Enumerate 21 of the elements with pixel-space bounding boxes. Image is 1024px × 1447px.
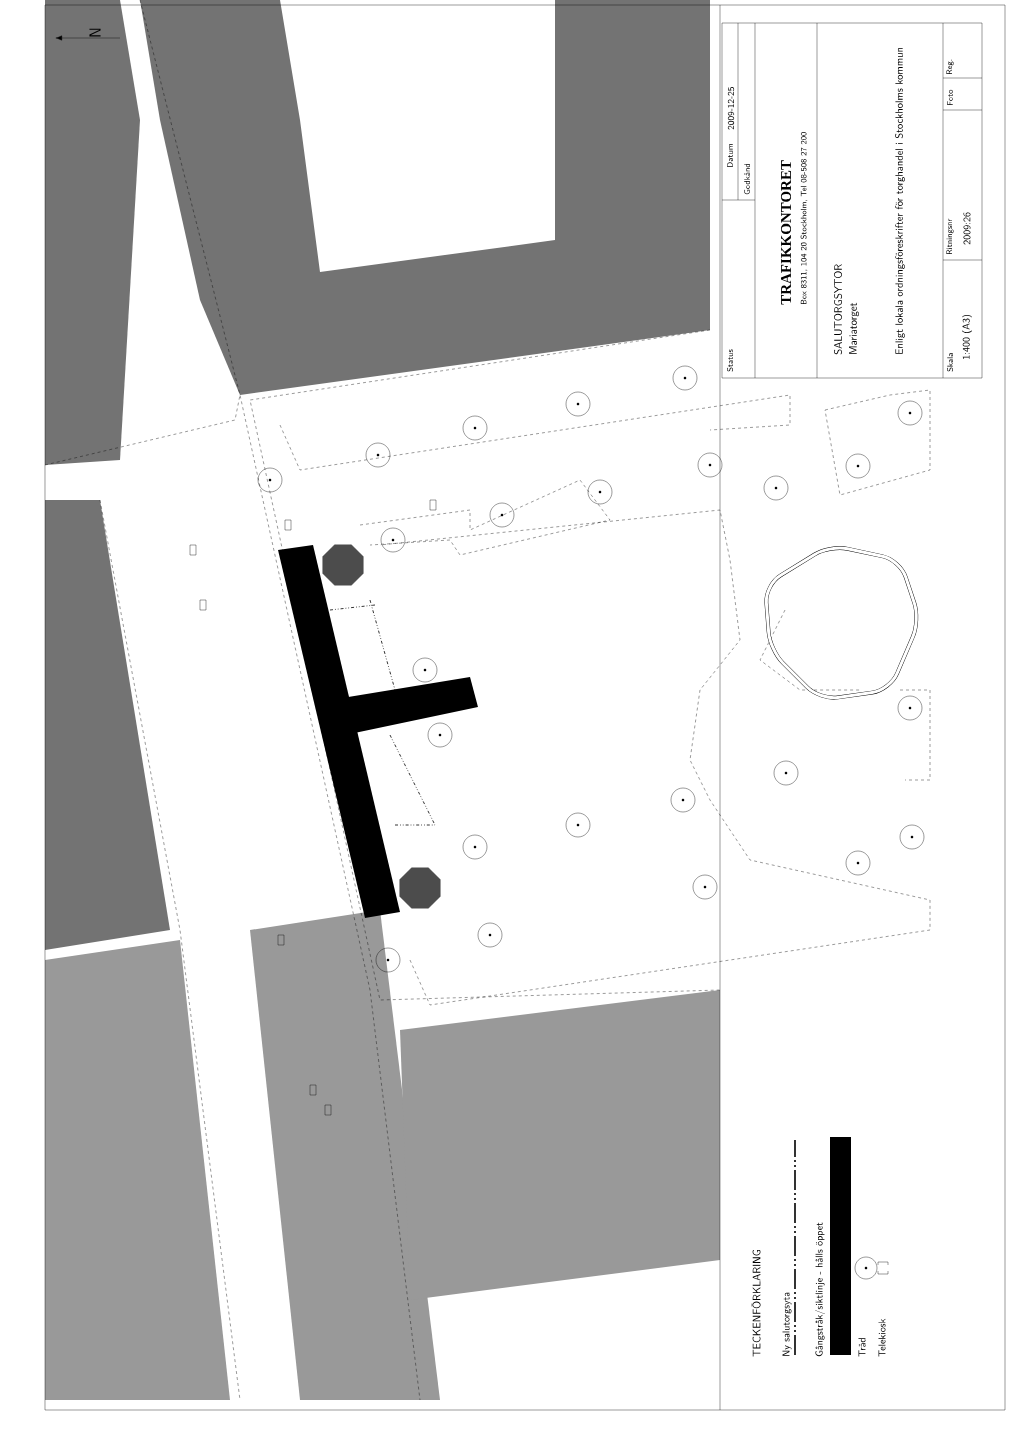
field-label: Datum: [727, 144, 733, 167]
field-label: Status: [727, 349, 733, 372]
field-label: Godkänd: [744, 163, 750, 195]
office-name: TRAFIKKONTORET: [780, 160, 792, 305]
north-label: N: [89, 28, 101, 37]
date-value: 2009-12-25: [727, 87, 735, 130]
place-name: Mariatorget: [849, 302, 859, 354]
field-label: Foto: [947, 89, 953, 106]
plan-title: SALUTORGSYTOR: [833, 264, 843, 355]
field-label: Reg.: [946, 59, 954, 74]
legend-text: Gångstråk/siktlinje - hålls öppet: [815, 1222, 825, 1357]
legend-text: Ny salutorgsyta: [782, 1292, 792, 1356]
legend-text: Träd: [858, 1338, 866, 1357]
drawing-number: 2009:26: [963, 212, 971, 245]
field-label: Ritningsnr: [946, 218, 954, 254]
scale-value: 1:400 (A3): [962, 315, 972, 359]
legend-heading: TECKENFÖRKLARING: [751, 1249, 761, 1357]
legend-text: Telekiosk: [878, 1318, 886, 1357]
field-label: Skala: [947, 353, 953, 372]
note-text: Enligt lokala ordningsföreskrifter för torghandel i Stockholms kommun: [895, 47, 905, 354]
address-text: Box 8311, 104 20 Stockholm, Tel 08-508 27 200: [800, 132, 808, 304]
